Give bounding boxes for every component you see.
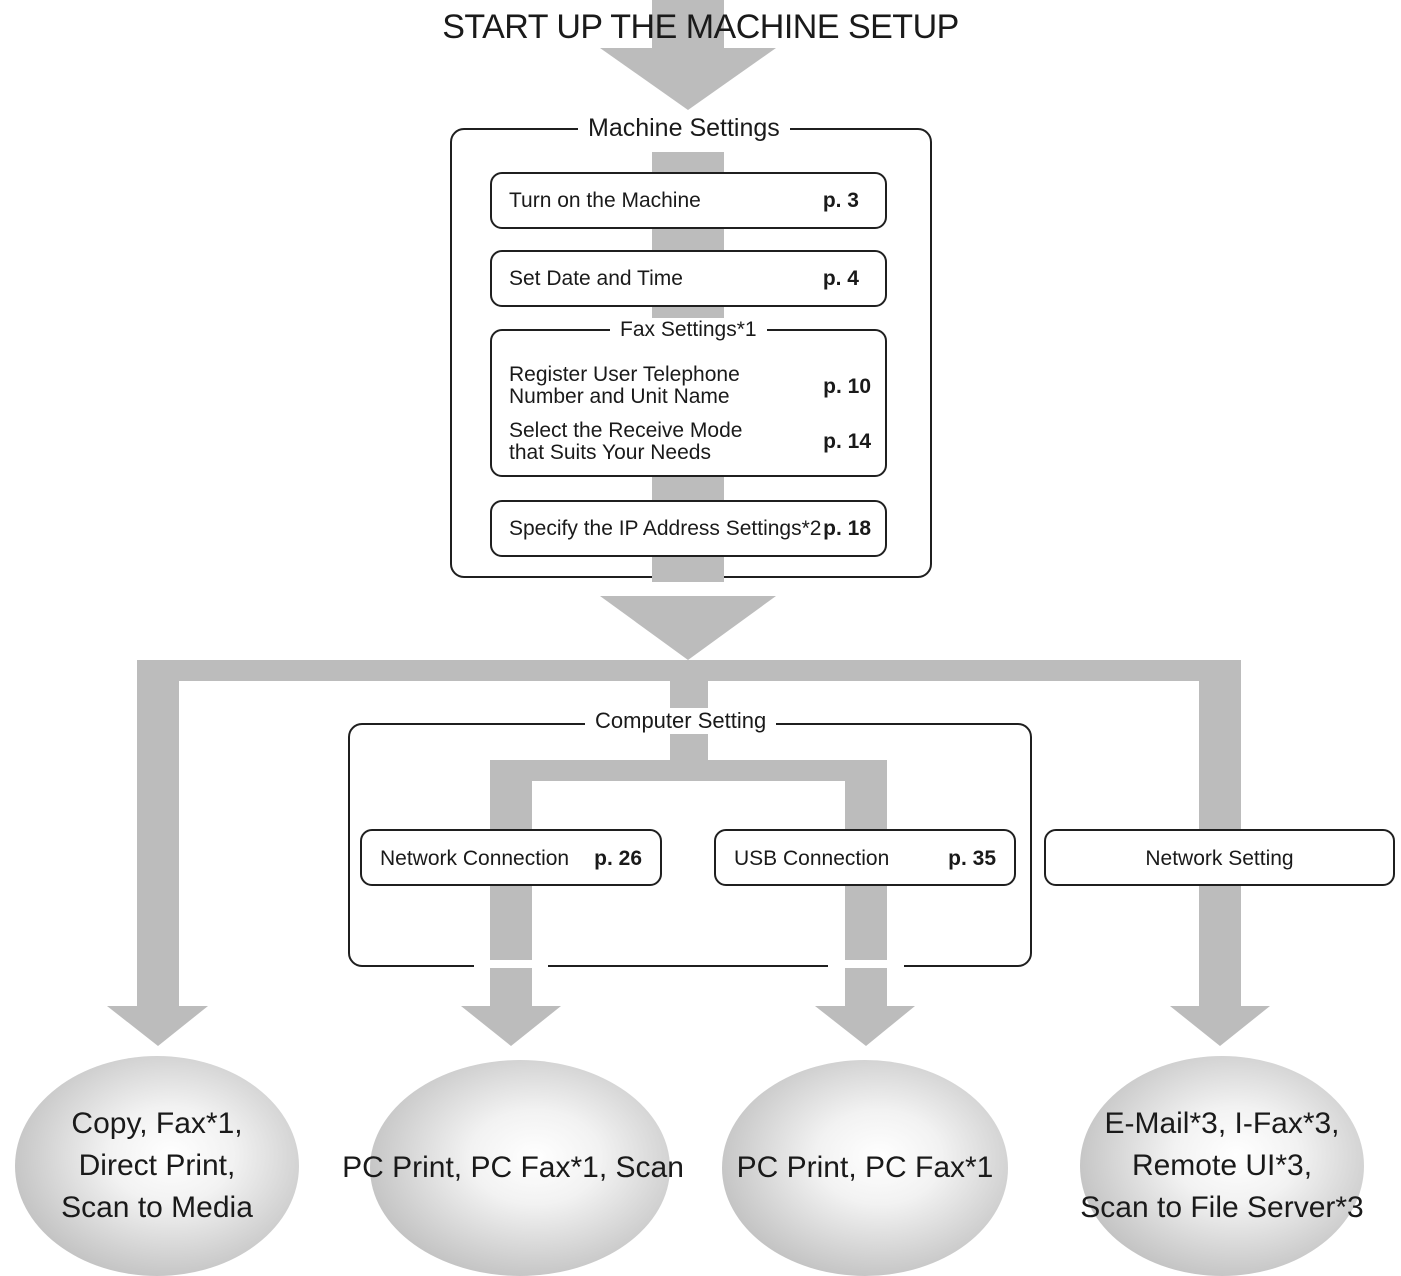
page-ref: p. 4	[822, 267, 859, 290]
page-ref: p. 26	[594, 847, 642, 870]
step-text: USB Connection	[734, 847, 890, 870]
outcome-copy-fax: Copy, Fax*1, Direct Print, Scan to Media	[15, 1056, 299, 1276]
outcome-text: PC Print, PC Fax*1, Scan	[342, 1151, 684, 1184]
step-text: Network Setting	[1145, 847, 1294, 870]
outcome-email-ifax: E-Mail*3, I-Fax*3, Remote UI*3, Scan to …	[1080, 1056, 1364, 1276]
computer-branch	[461, 760, 915, 1046]
network-connection-box: Network Connection p. 26	[360, 829, 662, 886]
machine-out-arrow	[600, 596, 776, 660]
computer-setting-label: Computer Setting	[585, 708, 777, 734]
step-text: Turn on the Machine	[509, 189, 701, 212]
outcome-text: E-Mail*3, I-Fax*3, Remote UI*3, Scan to …	[1080, 1107, 1364, 1224]
top-arrow	[600, 0, 776, 110]
network-setting-box: Network Setting	[1044, 829, 1395, 886]
step-text: Network Connection	[380, 847, 570, 870]
step-receive-mode: Select the Receive Mode that Suits Your …	[509, 419, 743, 464]
outcome-text: PC Print, PC Fax*1	[736, 1151, 994, 1184]
fax-settings-group: Register User Telephone Number and Unit …	[490, 329, 887, 477]
step-set-date-time: Set Date and Time p. 4	[490, 250, 887, 307]
border-gap	[828, 960, 904, 968]
outcome-pc-print-scan: PC Print, PC Fax*1, Scan	[342, 1060, 684, 1276]
page-ref: p. 3	[822, 189, 859, 212]
border-gap	[474, 960, 548, 968]
page-ref: p. 35	[948, 847, 996, 870]
fax-settings-label: Fax Settings*1	[610, 318, 767, 342]
usb-connection-box: USB Connection p. 35	[714, 829, 1016, 886]
page-ref: p. 18	[823, 517, 871, 540]
page-title: START UP THE MACHINE SETUP	[442, 8, 959, 46]
outcome-text: Copy, Fax*1, Direct Print, Scan to Media	[61, 1107, 253, 1224]
step-text: Set Date and Time	[509, 267, 683, 290]
step-ip-address: Specify the IP Address Settings*2 p. 18	[490, 500, 887, 557]
machine-settings-label: Machine Settings	[578, 114, 790, 143]
branch-frame	[107, 660, 1270, 1046]
page-ref: p. 10	[823, 375, 871, 398]
step-turn-on-machine: Turn on the Machine p. 3	[490, 172, 887, 229]
step-text: Specify the IP Address Settings*2	[509, 517, 822, 540]
page-ref: p. 14	[823, 430, 871, 453]
outcome-pc-print-fax: PC Print, PC Fax*1	[722, 1060, 1008, 1276]
step-register-telephone: Register User Telephone Number and Unit …	[509, 363, 740, 408]
